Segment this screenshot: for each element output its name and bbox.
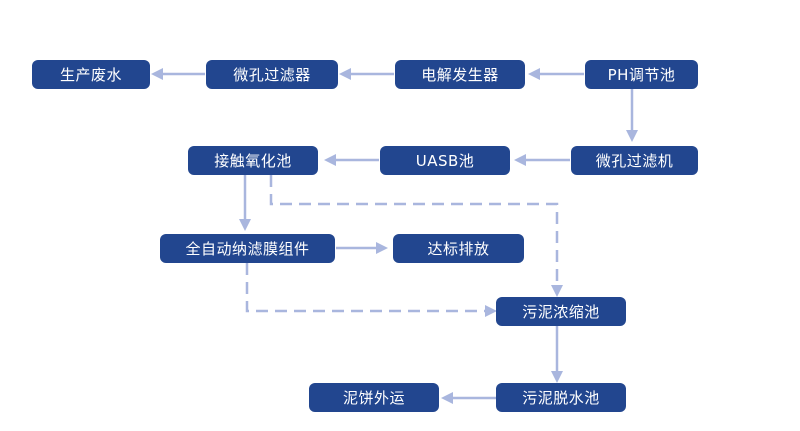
arrowhead-membrane-to-discharge <box>376 242 388 254</box>
arrowhead-ph-to-electrolysis <box>528 68 540 80</box>
node-auto-membrane-module: 全自动纳滤膜组件 <box>160 234 335 263</box>
node-compliant-discharge: 达标排放 <box>393 234 524 263</box>
arrowhead-electrolysis-to-filter <box>339 68 351 80</box>
arrowhead-dewatering-to-cake <box>441 392 453 404</box>
node-ph-adjust-tank: PH调节池 <box>585 60 698 89</box>
node-electrolysis-generator: 电解发生器 <box>395 60 525 89</box>
arrowhead-oxidation-to-thickening <box>551 285 563 297</box>
node-production-wastewater: 生产废水 <box>32 60 150 89</box>
node-sludge-dewatering-tank: 污泥脱水池 <box>496 383 626 412</box>
dashed-arrow-membrane-to-thickening <box>245 263 488 313</box>
arrowhead-uasb-to-oxidation <box>324 154 336 166</box>
arrowhead-thickening-to-dewatering <box>551 371 563 383</box>
node-microporous-filter-machine: 微孔过滤机 <box>571 146 698 175</box>
node-sludge-thickening-tank: 污泥浓缩池 <box>496 297 626 326</box>
arrowhead-ph-to-filter-machine <box>626 130 638 142</box>
node-contact-oxidation-tank: 接触氧化池 <box>188 146 318 175</box>
node-uasb-tank: UASB池 <box>380 146 510 175</box>
arrowhead-membrane-to-thickening <box>485 305 497 317</box>
arrowhead-oxidation-to-membrane <box>239 219 251 231</box>
node-microporous-filter: 微孔过滤器 <box>206 60 338 89</box>
node-sludge-cake-disposal: 泥饼外运 <box>309 383 439 412</box>
arrowhead-filter-to-wastewater <box>151 68 163 80</box>
arrowhead-filter-machine-to-uasb <box>514 154 526 166</box>
dashed-arrow-oxidation-to-thickening <box>269 175 559 288</box>
